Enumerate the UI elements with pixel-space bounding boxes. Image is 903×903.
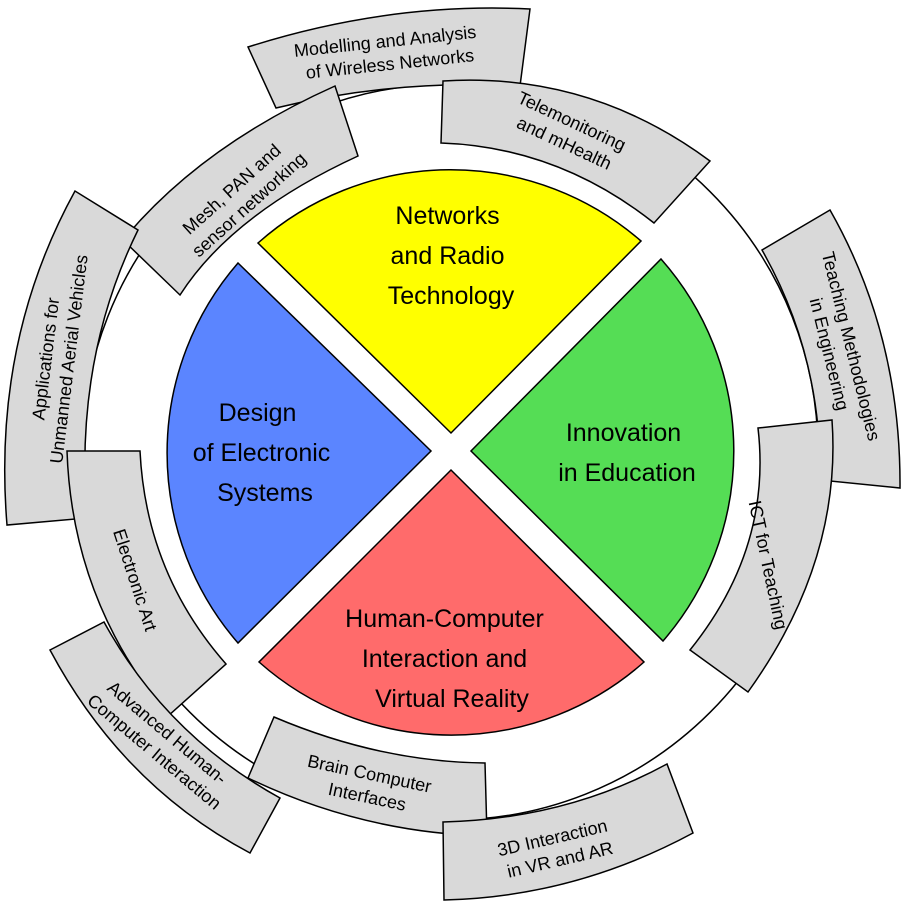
- hci-label: Human-Computer Interaction and Virtual R…: [345, 605, 551, 713]
- sector-networks: [256, 169, 643, 435]
- subtopic-mesh-tab: [121, 84, 359, 297]
- subtopic-art: Electronic Art: [66, 450, 228, 718]
- subtopic-uav: Applications for Unmanned Aerial Vehicle…: [3, 189, 139, 526]
- subtopic-telemonitoring-tab: [440, 79, 712, 225]
- subtopic-teaching: Teaching Methodologies in Engineering: [760, 208, 901, 489]
- subtopic-bci-tab: [247, 716, 488, 837]
- subtopic-vr3d: 3D Interaction in VR and AR: [442, 762, 694, 901]
- sector-education: [469, 257, 735, 643]
- networks-label: Networks and Radio Technology: [388, 202, 515, 310]
- subtopic-uav-tab: [3, 189, 139, 526]
- subtopic-advanced-hci-tab: [48, 620, 282, 855]
- subtopic-teaching-tab: [760, 208, 901, 489]
- subtopic-bci: Brain Computer Interfaces: [247, 716, 488, 837]
- subtopic-vr3d-tab: [442, 762, 694, 901]
- sector-design: [166, 261, 433, 645]
- subtopic-ict: ICT for Teaching: [688, 419, 834, 694]
- subtopic-ict-tab: [688, 419, 834, 694]
- education-label: Innovation in Education: [558, 419, 696, 487]
- sector-hci: [257, 468, 646, 736]
- design-label: Design of Electronic Systems: [193, 399, 338, 507]
